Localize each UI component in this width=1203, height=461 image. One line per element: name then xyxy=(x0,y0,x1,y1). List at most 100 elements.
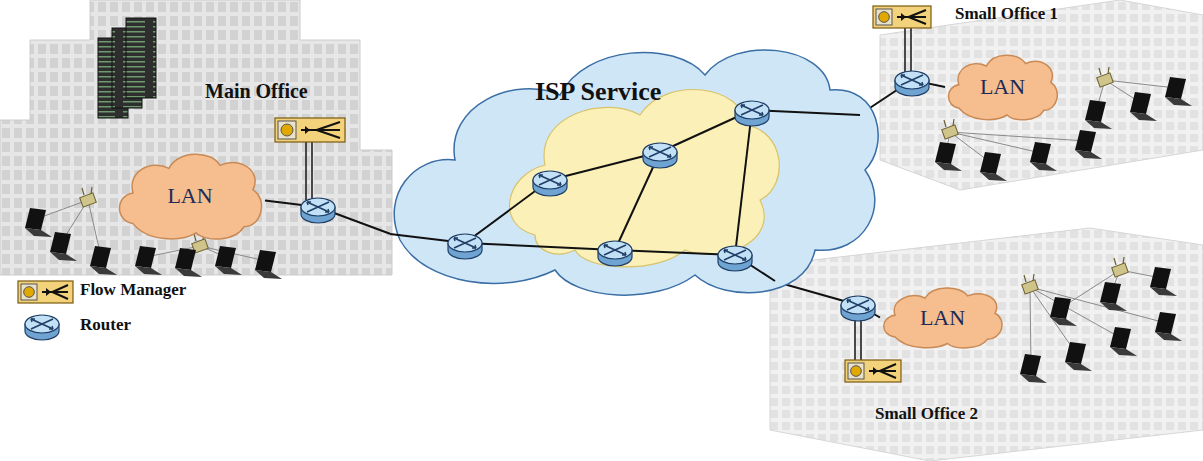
laptop-icon xyxy=(1085,100,1112,129)
router-icon xyxy=(533,171,567,189)
office-label: Main Office xyxy=(205,80,308,103)
isp-link xyxy=(735,110,752,255)
laptop-icon xyxy=(1165,77,1192,106)
router-icon xyxy=(301,198,335,223)
router-icon xyxy=(649,147,671,157)
wireless-link xyxy=(1030,287,1031,365)
flow-manager-icon xyxy=(851,366,862,377)
laptop-icon xyxy=(1130,112,1157,121)
flow-manager-icon xyxy=(873,6,931,28)
access-point-icon xyxy=(82,187,92,195)
laptop-icon xyxy=(1085,100,1106,122)
laptop-icon xyxy=(1100,282,1127,311)
wireless-link xyxy=(1030,287,1166,365)
laptop-icon xyxy=(1150,287,1177,296)
router-icon xyxy=(539,175,561,185)
laptop-icon xyxy=(1155,312,1176,334)
flow-manager-icon xyxy=(301,122,340,138)
laptop-icon xyxy=(1030,162,1057,171)
router-icon xyxy=(847,300,869,310)
flow-manager-icon xyxy=(275,118,345,142)
router-icon xyxy=(741,105,763,115)
lan-cloud-outline xyxy=(948,55,1057,120)
laptop-icon xyxy=(980,172,1007,181)
laptop-icon xyxy=(1020,354,1047,383)
flow-manager-icon xyxy=(873,367,878,375)
laptop-icon xyxy=(175,248,202,277)
laptop-icon xyxy=(135,246,162,275)
legend-item: Flow Manager xyxy=(80,280,186,300)
router-icon xyxy=(741,105,763,115)
flow-manager-icon xyxy=(869,364,896,378)
laptop-icon xyxy=(135,266,162,275)
router-icon xyxy=(454,238,476,248)
laptop-icon xyxy=(1165,97,1192,106)
router-icon xyxy=(643,143,677,168)
laptop-icon xyxy=(935,142,956,164)
router-icon xyxy=(604,245,626,255)
lan-cloud-outline xyxy=(884,288,1002,348)
laptop-icon xyxy=(1085,120,1112,129)
laptop-icon xyxy=(1050,317,1077,326)
access-point-icon xyxy=(80,187,97,207)
server-rack xyxy=(98,18,156,118)
uplink-wire xyxy=(910,28,912,74)
laptop-icon xyxy=(215,246,236,268)
lan-cloud: LAN xyxy=(945,52,1060,122)
laptop-icon xyxy=(1130,92,1157,121)
laptop-icon xyxy=(175,248,196,270)
laptop-icon xyxy=(1020,374,1047,383)
access-point-icon xyxy=(1097,67,1114,87)
lan-cloud: LAN xyxy=(115,150,265,242)
router-icon xyxy=(539,175,561,185)
legend-label: Router xyxy=(80,315,131,335)
isp-core-area xyxy=(510,90,780,267)
router-icon xyxy=(718,246,752,271)
laptop-icon xyxy=(1150,267,1171,289)
router-icon xyxy=(448,234,482,259)
router-icon xyxy=(724,250,746,260)
router-icon xyxy=(895,71,929,96)
laptop-icon xyxy=(175,268,202,277)
isp-link xyxy=(390,110,860,281)
access-point-icon xyxy=(944,119,954,127)
access-point-icon xyxy=(1022,274,1039,294)
office-building: Small Office 2LAN xyxy=(760,228,1203,461)
router-icon xyxy=(454,238,476,248)
laptop-icon xyxy=(25,228,52,237)
flow-manager-icon xyxy=(42,285,68,299)
flow-manager-icon xyxy=(305,126,310,134)
laptop-icon xyxy=(90,266,117,275)
router-icon xyxy=(847,300,869,310)
laptop-icon xyxy=(1030,142,1051,164)
office-building: Main OfficeLAN xyxy=(0,0,390,275)
laptop-icon xyxy=(25,208,52,237)
router-icon xyxy=(841,296,875,321)
router-icon xyxy=(735,101,769,119)
router-icon xyxy=(901,75,923,85)
uplink-wire xyxy=(904,28,906,74)
laptop-icon xyxy=(980,152,1007,181)
router-icon xyxy=(25,315,59,333)
isp-link xyxy=(615,250,735,255)
laptop-icon xyxy=(1075,130,1102,159)
small-office-building xyxy=(770,228,1203,461)
router-icon xyxy=(735,101,769,126)
wireless-link xyxy=(1105,80,1176,88)
lan-label: LAN xyxy=(920,305,965,331)
router-icon xyxy=(643,143,677,161)
laptop-icon xyxy=(1100,302,1127,311)
cloud-label: ISP Service xyxy=(535,77,661,107)
laptop-icon xyxy=(25,208,46,230)
isp-link xyxy=(465,243,615,250)
router-icon xyxy=(448,234,482,252)
flow-manager-icon xyxy=(845,360,901,382)
laptop-icon xyxy=(1050,297,1071,319)
access-point-icon xyxy=(1112,263,1129,277)
flow-manager-icon xyxy=(879,12,890,23)
laptop-icon xyxy=(1155,332,1182,341)
laptop-icon xyxy=(50,252,77,261)
isp-cloud-outline xyxy=(385,35,885,300)
uplink-wire xyxy=(311,142,313,200)
